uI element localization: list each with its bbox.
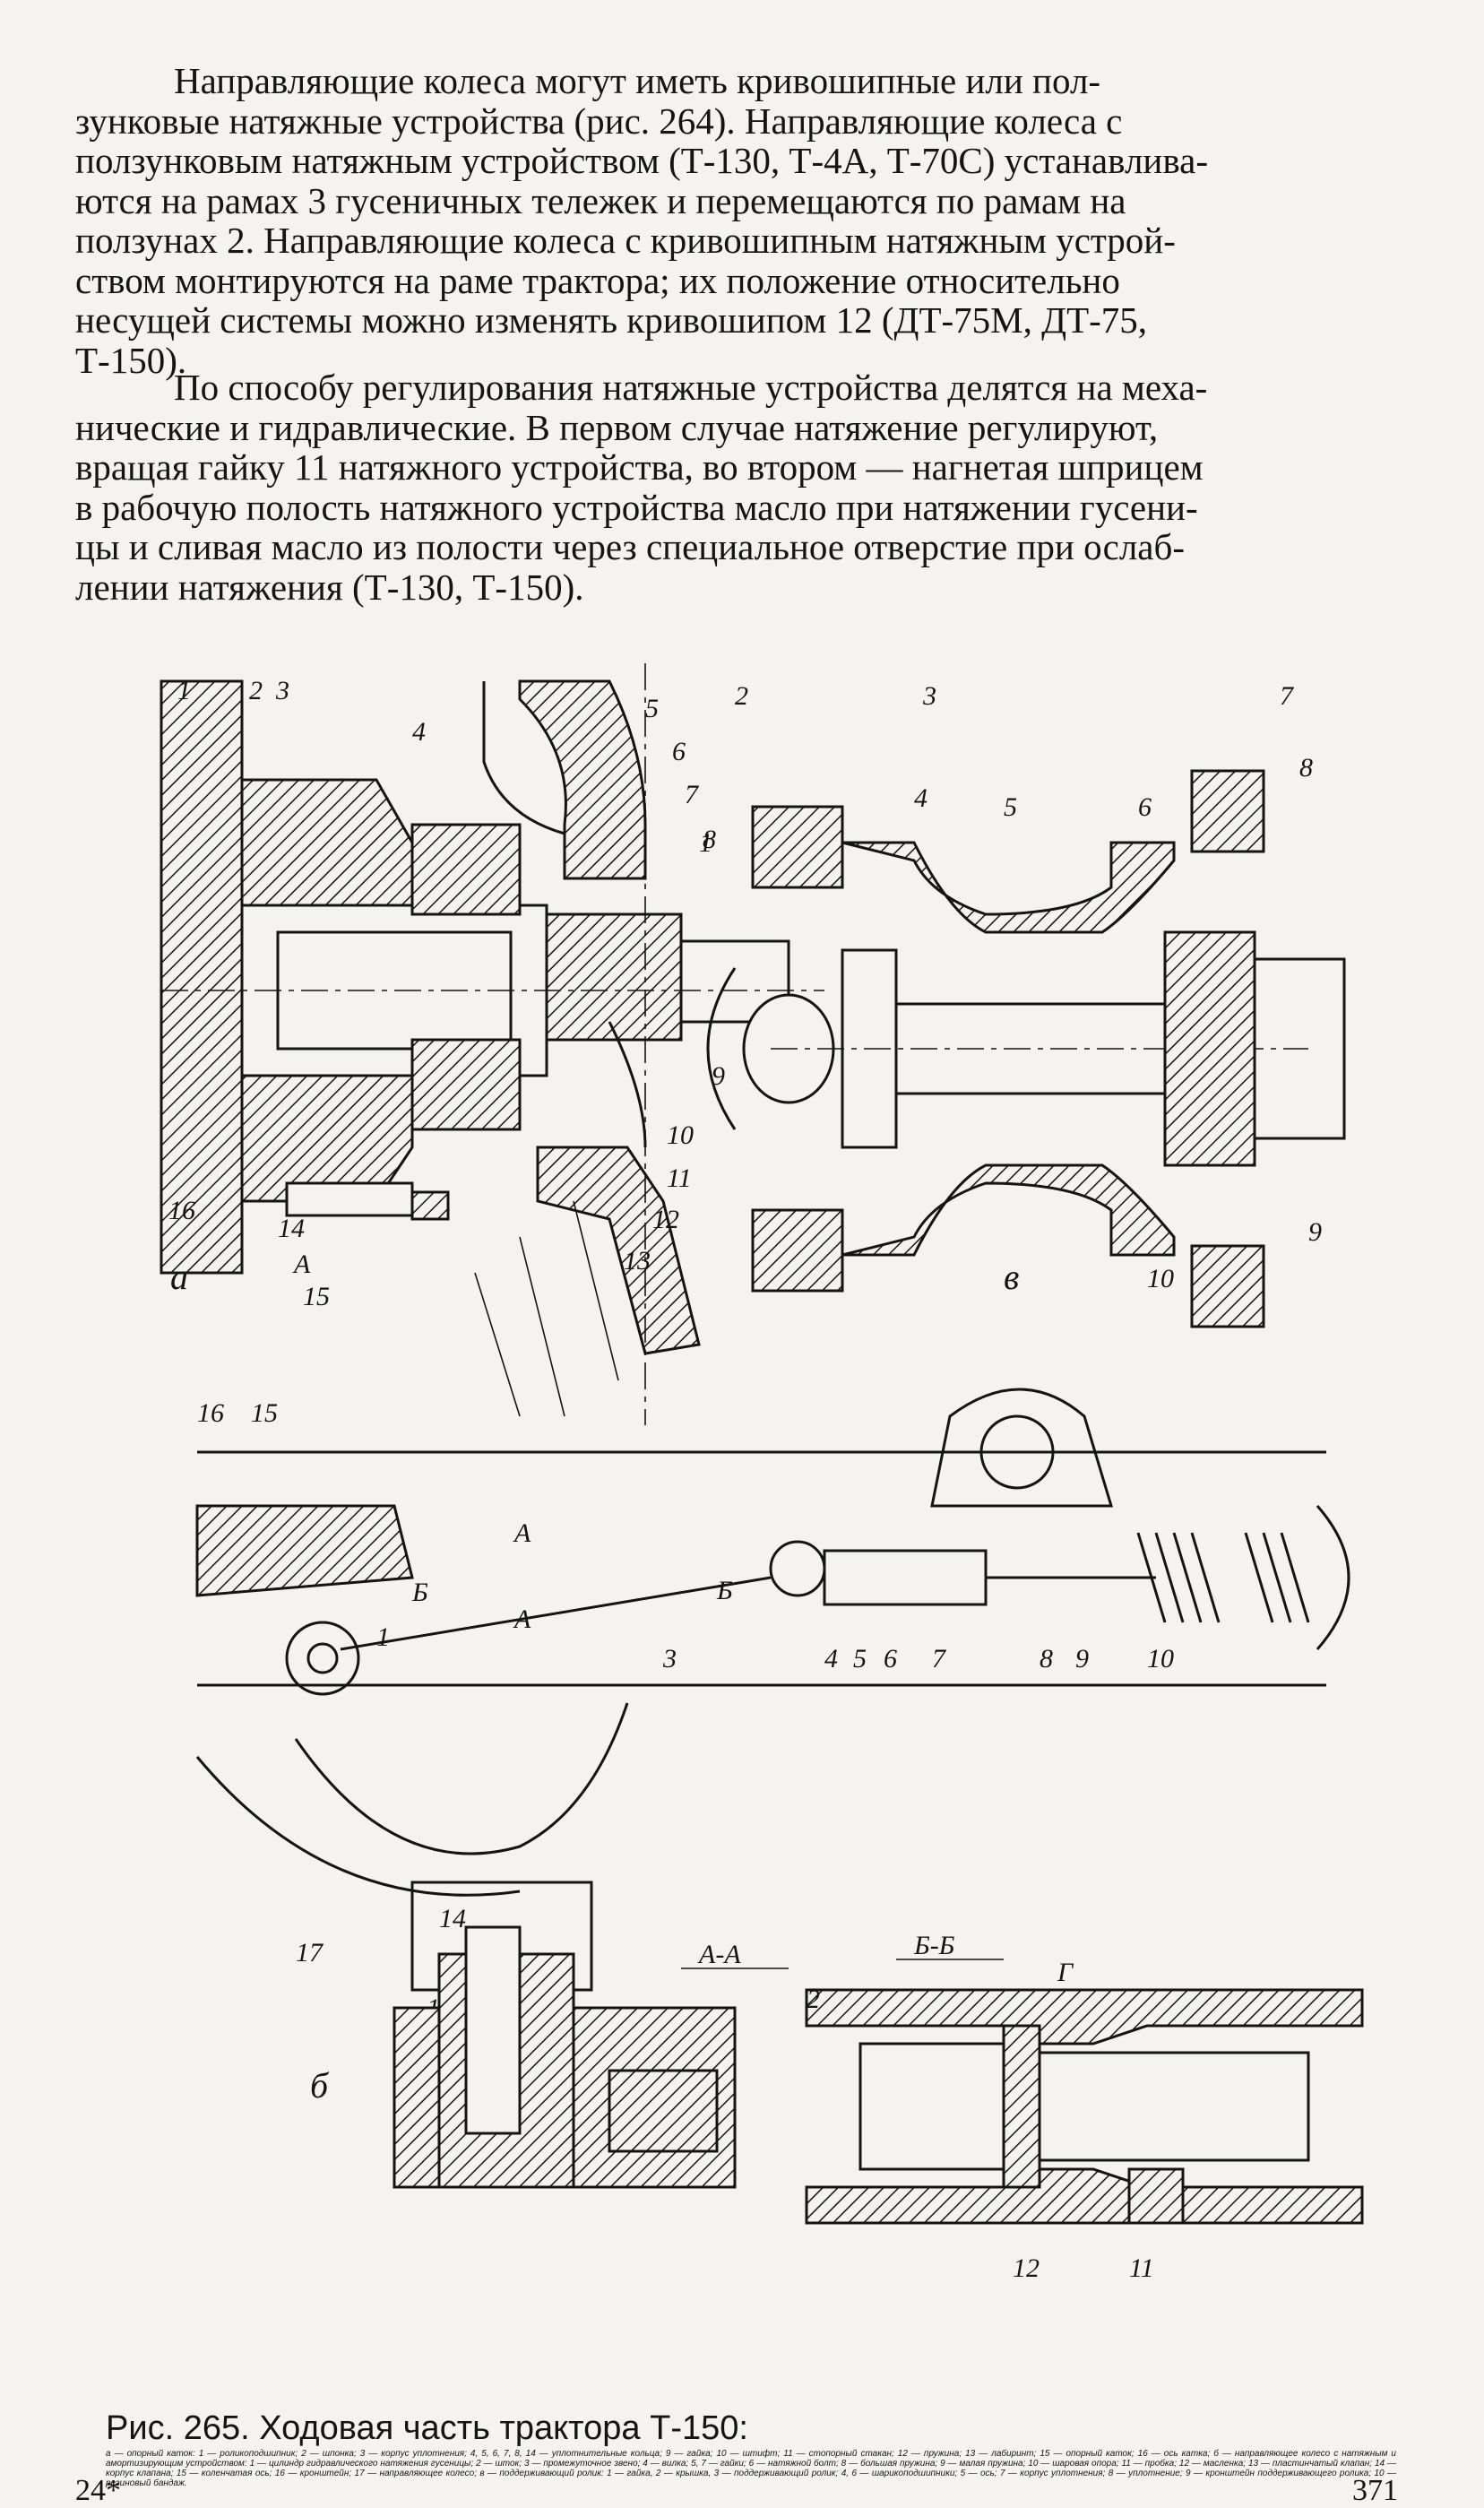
text-line: несущей системы можно изменять кривошипо… xyxy=(75,299,1148,341)
section-b-b-title: Б-Б xyxy=(913,1931,955,1960)
svg-text:15: 15 xyxy=(251,1398,278,1428)
svg-text:13: 13 xyxy=(624,1246,651,1276)
svg-text:15: 15 xyxy=(303,1282,330,1311)
svg-text:в: в xyxy=(1004,1257,1019,1297)
svg-text:Б: Б xyxy=(411,1578,428,1607)
svg-text:А: А xyxy=(513,1604,531,1634)
svg-text:4: 4 xyxy=(914,783,928,813)
svg-text:Г: Г xyxy=(1057,1958,1074,1987)
svg-text:17: 17 xyxy=(296,1938,324,1967)
svg-text:7: 7 xyxy=(1280,681,1295,711)
svg-text:6: 6 xyxy=(884,1644,897,1673)
text-line: зунковые натяжные устройства (рис. 264).… xyxy=(75,99,1123,142)
svg-text:б: б xyxy=(310,2065,330,2106)
svg-text:14: 14 xyxy=(278,1214,305,1243)
svg-text:1: 1 xyxy=(177,676,191,705)
text-line: Направляющие колеса могут иметь кривошип… xyxy=(174,60,1101,101)
text-line: вращая гайку 11 натяжного устройства, во… xyxy=(75,446,1204,488)
section-a-a-valve: А-А xyxy=(393,1881,789,2189)
svg-text:1: 1 xyxy=(699,828,712,858)
paragraph-tension-wheel-types: Направляющие колеса могут иметь кривошип… xyxy=(75,61,1400,380)
svg-text:7: 7 xyxy=(685,780,700,809)
text-line: ползунах 2. Направляющие колеса с кривош… xyxy=(75,220,1176,261)
svg-text:9: 9 xyxy=(712,1061,725,1091)
svg-text:11: 11 xyxy=(667,1163,692,1193)
svg-text:5: 5 xyxy=(853,1644,867,1673)
signature-mark: 24* xyxy=(75,2474,121,2507)
svg-text:1: 1 xyxy=(376,1622,390,1652)
svg-text:14: 14 xyxy=(439,1904,466,1933)
svg-text:4: 4 xyxy=(412,717,426,747)
text-line: цы и сливая масло из полости через специ… xyxy=(75,526,1186,567)
text-line: ются на рамах 3 гусеничных тележек и пер… xyxy=(75,179,1126,221)
text-line: По способу регулирования натяжные устрой… xyxy=(174,367,1208,408)
svg-text:9: 9 xyxy=(1308,1217,1322,1247)
section-b-b-cylinder: Б-Б 2 Г 12 11 xyxy=(805,1931,1364,2283)
svg-text:5: 5 xyxy=(645,694,659,723)
svg-text:10: 10 xyxy=(1147,1644,1174,1673)
svg-text:2: 2 xyxy=(735,681,748,711)
view-a-support-roller: 1 2 3 4 5 6 7 8 9 10 11 12 13 14 А 15 16… xyxy=(160,663,824,1425)
figure-drawing: 1 2 3 4 5 6 7 8 9 10 11 12 13 14 А 15 16… xyxy=(160,663,1364,2283)
paragraph-regulation-methods: По способу регулирования натяжные устрой… xyxy=(75,368,1400,607)
text-line: лении натяжения (Т-130, Т-150). xyxy=(75,566,584,608)
svg-text:8: 8 xyxy=(703,825,716,854)
text-line: ползунковым натяжным устройством (Т-130,… xyxy=(75,140,1209,181)
technical-figure-undercarriage: 1 2 3 4 5 6 7 8 9 10 11 12 13 14 А 15 16… xyxy=(143,645,1398,2402)
svg-text:12: 12 xyxy=(652,1205,679,1234)
section-a-a-title: А-А xyxy=(697,1940,741,1969)
figure-caption-title: Рис. 265. Ходовая часть трактора Т-150: xyxy=(106,2409,748,2447)
svg-text:7: 7 xyxy=(932,1644,947,1673)
svg-text:2: 2 xyxy=(807,1985,820,2014)
view-b-guide-wheel: 16 15 А А Б Б 1 3 4 5 6 7 8 9 10 14 17 1… xyxy=(195,1388,1350,2106)
page-number: 371 xyxy=(1352,2474,1398,2507)
svg-text:8: 8 xyxy=(1040,1644,1053,1673)
text-line: в рабочую полость натяжного устройства м… xyxy=(75,486,1198,528)
svg-text:11: 11 xyxy=(1129,2253,1154,2283)
svg-text:10: 10 xyxy=(667,1120,694,1150)
svg-text:3: 3 xyxy=(275,676,289,705)
svg-text:12: 12 xyxy=(1013,2253,1040,2283)
svg-text:6: 6 xyxy=(672,737,686,766)
text-line: Т-150). xyxy=(75,339,187,381)
text-line: ством монтируются на раме трактора; их п… xyxy=(75,259,1120,301)
svg-text:9: 9 xyxy=(1075,1644,1089,1673)
svg-text:16: 16 xyxy=(197,1398,224,1428)
svg-text:а: а xyxy=(170,1257,188,1297)
svg-text:6: 6 xyxy=(1138,792,1152,822)
view-v-supporting-idler: 2 3 4 5 6 7 8 9 10 1 в xyxy=(699,681,1346,1328)
svg-text:3: 3 xyxy=(922,681,936,711)
svg-text:А: А xyxy=(292,1250,311,1279)
svg-text:2: 2 xyxy=(249,676,263,705)
svg-text:10: 10 xyxy=(1147,1264,1174,1293)
svg-text:4: 4 xyxy=(824,1644,838,1673)
svg-text:3: 3 xyxy=(662,1644,677,1673)
svg-text:А: А xyxy=(513,1518,531,1548)
svg-text:8: 8 xyxy=(1299,753,1313,783)
svg-text:5: 5 xyxy=(1004,792,1017,822)
text-line: нические и гидравлические. В первом случ… xyxy=(75,406,1159,448)
figure-legend: а — опорный каток: 1 — роликоподшипник; … xyxy=(106,2449,1396,2488)
svg-text:16: 16 xyxy=(168,1196,195,1225)
svg-text:Б: Б xyxy=(716,1576,733,1605)
